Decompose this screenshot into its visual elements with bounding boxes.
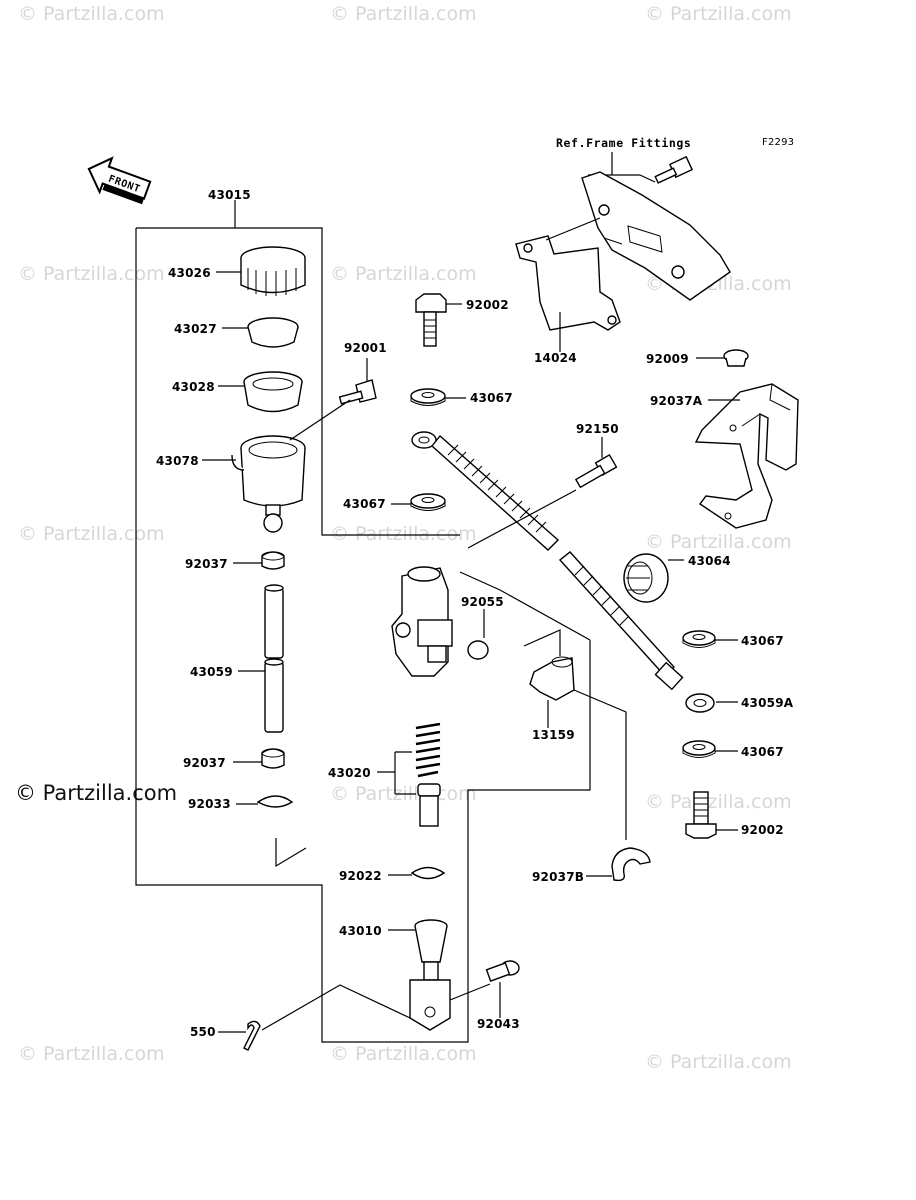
part-label-43026: 43026 — [168, 266, 211, 280]
banjo-bolt — [685, 791, 717, 839]
banjo-bolt — [415, 293, 447, 347]
brake-guard — [515, 171, 731, 331]
part-label-43067-a: 43067 — [470, 391, 513, 405]
part-label-43059A: 43059A — [741, 696, 794, 710]
hose-clamp-b — [611, 847, 651, 882]
part-label-92150: 92150 — [576, 422, 619, 436]
part-label-43067-c: 43067 — [741, 634, 784, 648]
part-label-43067-b: 43067 — [343, 497, 386, 511]
part-label-92037A: 92037A — [650, 394, 703, 408]
watermark: © Partzilla.com — [645, 1051, 792, 1073]
part-label-92043: 92043 — [477, 1017, 520, 1031]
part-label-43064: 43064 — [688, 554, 731, 568]
o-ring — [467, 640, 489, 660]
part-label-92033: 92033 — [188, 797, 231, 811]
part-label-92037-bottom: 92037 — [183, 756, 226, 770]
diaphragm — [243, 371, 303, 413]
grommet — [623, 553, 669, 603]
part-label-43078: 43078 — [156, 454, 199, 468]
part-label-92001: 92001 — [344, 341, 387, 355]
part-label-92037B: 92037B — [532, 870, 584, 884]
diaphragm-plate — [247, 317, 299, 348]
part-label-550: 550 — [190, 1025, 216, 1039]
part-label-92037-top: 92037 — [185, 557, 228, 571]
watermark: © Partzilla.com — [18, 263, 165, 285]
figure-code: F2293 — [762, 137, 794, 148]
part-label-43015: 43015 — [208, 188, 251, 202]
copper-washer — [410, 493, 446, 511]
copper-washer — [682, 740, 716, 758]
part-label-92002-bottom: 92002 — [741, 823, 784, 837]
part-label-43027: 43027 — [174, 322, 217, 336]
part-label-92055: 92055 — [461, 595, 504, 609]
part-label-92022: 92022 — [339, 869, 382, 883]
frame-bolt — [654, 155, 694, 184]
hose-clamp — [261, 748, 285, 769]
snap-ring — [256, 795, 294, 808]
part-label-13159: 13159 — [532, 728, 575, 742]
part-label-43020: 43020 — [328, 766, 371, 780]
part-label-43028: 43028 — [172, 380, 215, 394]
cotter-pin — [243, 1020, 261, 1051]
part-label-43010: 43010 — [339, 924, 382, 938]
assembly-box-top — [136, 227, 460, 536]
hose-joint — [529, 656, 575, 701]
part-label-43067-d: 43067 — [741, 745, 784, 759]
mounting-bolt — [574, 453, 618, 489]
watermark: © Partzilla.com — [330, 263, 477, 285]
reservoir-cap — [240, 246, 306, 296]
push-rod — [409, 919, 451, 1031]
watermark: © Partzilla.com — [330, 3, 477, 25]
front-arrow-icon: FRONT — [87, 156, 152, 205]
brake-hose — [411, 431, 715, 713]
circlip — [410, 866, 446, 880]
piston-spring — [415, 722, 441, 827]
reservoir-hose — [264, 584, 284, 733]
part-label-92002-top: 92002 — [466, 298, 509, 312]
rubber-cap — [723, 349, 749, 367]
copper-washer — [682, 630, 716, 648]
watermark: © Partzilla.com — [330, 1043, 477, 1065]
watermarks: © Partzilla.com © Partzilla.com © Partzi… — [15, 3, 792, 1073]
watermark: © Partzilla.com — [18, 3, 165, 25]
watermark-main: © Partzilla.com — [15, 781, 177, 805]
master-cylinder-body — [391, 566, 453, 677]
hose-bracket — [694, 383, 799, 529]
part-label-43059: 43059 — [190, 665, 233, 679]
watermark: © Partzilla.com — [645, 531, 792, 553]
hose-clamp — [261, 551, 285, 570]
watermark: © Partzilla.com — [645, 3, 792, 25]
watermark: © Partzilla.com — [330, 523, 477, 545]
watermark: © Partzilla.com — [645, 791, 792, 813]
watermark: © Partzilla.com — [18, 523, 165, 545]
copper-washer — [410, 388, 446, 406]
part-label-14024: 14024 — [534, 351, 577, 365]
ref-frame-label: Ref.Frame Fittings — [556, 136, 691, 150]
clevis-pin — [485, 960, 520, 982]
reservoir-tank — [231, 435, 306, 533]
part-label-92009: 92009 — [646, 352, 689, 366]
watermark: © Partzilla.com — [18, 1043, 165, 1065]
bleeder-screw — [338, 379, 377, 405]
assembly-box-bottom — [135, 228, 591, 1043]
